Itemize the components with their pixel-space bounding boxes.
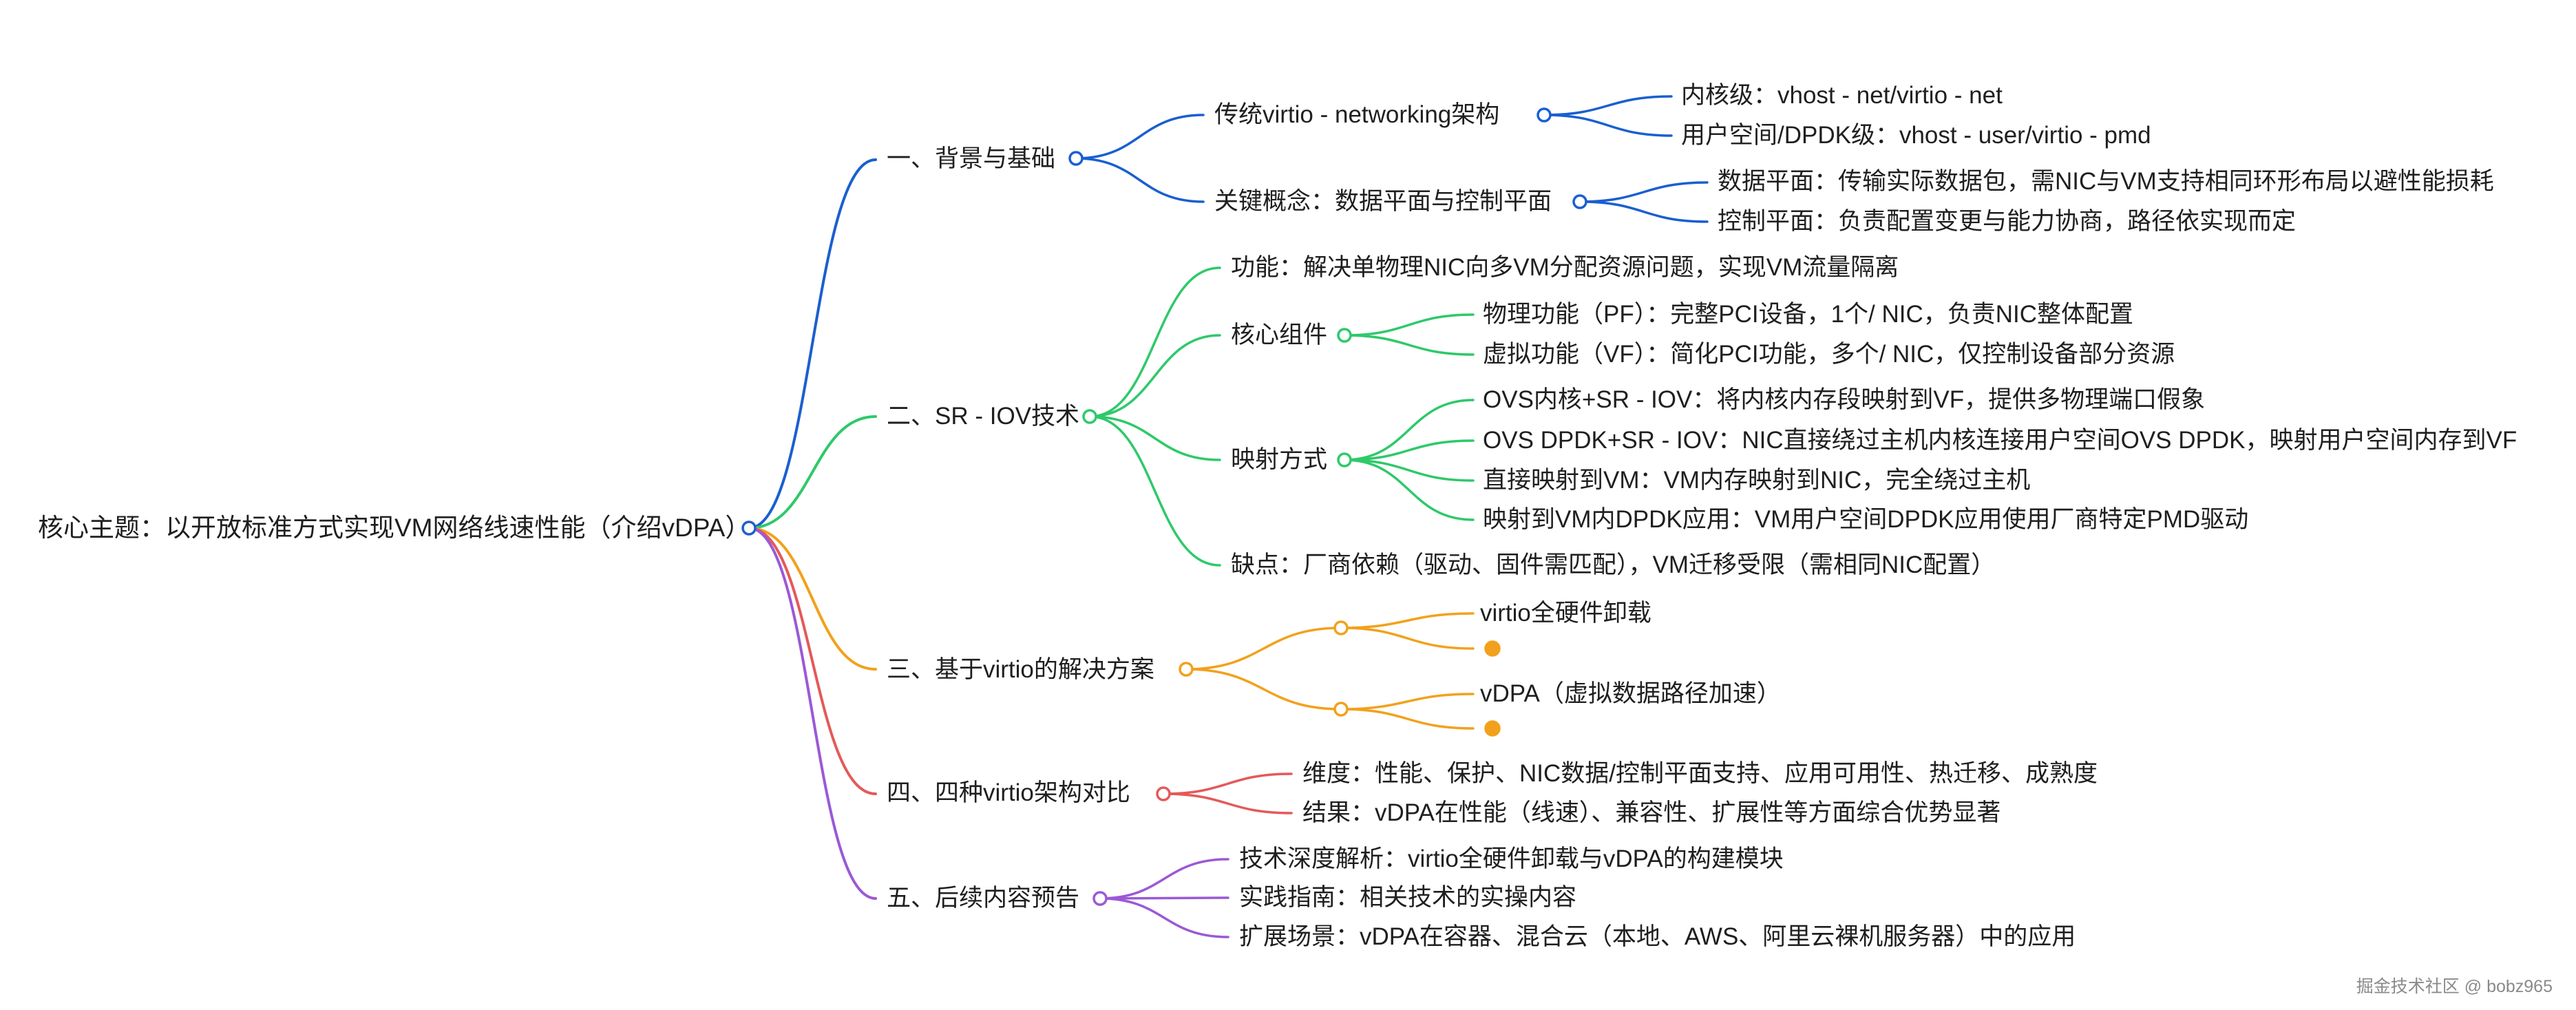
connector-root-b1 xyxy=(748,158,877,529)
connector-b2c2-g2 xyxy=(1343,334,1475,356)
connector-b4-c2 xyxy=(1162,792,1293,814)
b1c1-expand-handle[interactable] xyxy=(1537,107,1552,123)
b2c2-expand-handle[interactable] xyxy=(1337,328,1352,343)
connector-b1c2-g2 xyxy=(1579,200,1709,223)
branch-2-sriov[interactable]: 二、SR - IOV技术 xyxy=(887,403,1080,430)
b1c2-expand-handle[interactable] xyxy=(1572,194,1587,209)
connector-b4-c1 xyxy=(1162,772,1293,795)
branch-1-background[interactable]: 一、背景与基础 xyxy=(887,145,1056,172)
b1-traditional-virtio[interactable]: 传统virtio - networking架构 xyxy=(1214,101,1500,128)
connector-b1c1-g1 xyxy=(1543,95,1673,116)
connector-root-b3 xyxy=(748,527,877,671)
branch-4-comparison[interactable]: 四、四种virtio架构对比 xyxy=(887,779,1130,806)
b2-expand-handle[interactable] xyxy=(1082,409,1097,424)
connector-b3c2-g1 xyxy=(1340,693,1475,711)
b4-expand-handle[interactable] xyxy=(1156,786,1171,801)
connector-b2c2-g1 xyxy=(1343,313,1475,337)
b1-control-plane[interactable]: 控制平面：负责配置变更与能力协商，路径依实现而定 xyxy=(1718,208,2297,235)
connector-root-b4 xyxy=(748,527,877,795)
b1-data-plane[interactable]: 数据平面：传输实际数据包，需NIC与VM支持相同环形布局以避性能损耗 xyxy=(1718,168,2494,195)
b3c1-expand-handle[interactable] xyxy=(1333,620,1349,635)
connector-b2c3-g2 xyxy=(1343,439,1475,461)
root-expand-handle[interactable] xyxy=(741,520,757,536)
connector-b3c2-g2 xyxy=(1340,708,1475,730)
b4-dimensions[interactable]: 维度：性能、保护、NIC数据/控制平面支持、应用可用性、热迁移、成熟度 xyxy=(1302,760,2098,787)
connector-b3-c1 xyxy=(1185,627,1342,671)
connector-b2-c4 xyxy=(1088,415,1221,567)
connector-b3-c2 xyxy=(1185,668,1342,711)
b3c1-empty-dot[interactable] xyxy=(1484,640,1501,657)
b3-expand-handle[interactable] xyxy=(1179,662,1194,677)
connector-b1-c2 xyxy=(1075,157,1205,203)
branch-3-virtio-solutions[interactable]: 三、基于virtio的解决方案 xyxy=(887,656,1154,683)
b1-userspace-dpdk[interactable]: 用户空间/DPDK级：vhost - user/virtio - pmd xyxy=(1681,122,2151,149)
b2-ovs-dpdk[interactable]: OVS DPDK+SR - IOV：NIC直接绕过主机内核连接用户空间OVS D… xyxy=(1483,427,2517,454)
connector-b2c3-g1 xyxy=(1343,399,1475,461)
b2-pf[interactable]: 物理功能（PF）：完整PCI设备，1个/ NIC，负责NIC整体配置 xyxy=(1483,301,2134,328)
connector-b1c1-g2 xyxy=(1543,114,1673,137)
b5-expand-handle[interactable] xyxy=(1092,891,1108,906)
root-topic[interactable]: 核心主题：以开放标准方式实现VM网络线速性能（介绍vDPA） xyxy=(38,514,751,542)
branch-5-preview[interactable]: 五、后续内容预告 xyxy=(887,885,1080,912)
b5-deep-dive[interactable]: 技术深度解析：virtio全硬件卸载与vDPA的构建模块 xyxy=(1239,845,1784,872)
connector-b2c3-g3 xyxy=(1343,459,1475,482)
b3-vdpa[interactable]: vDPA（虚拟数据路径加速） xyxy=(1480,680,1781,707)
b3-full-hw-offload[interactable]: virtio全硬件卸载 xyxy=(1480,600,1651,627)
b2c3-expand-handle[interactable] xyxy=(1337,452,1352,467)
b2-direct-vm[interactable]: 直接映射到VM：VM内存映射到NIC，完全绕过主机 xyxy=(1483,467,2031,494)
connector-b5-c3 xyxy=(1099,897,1229,938)
connector-root-b5 xyxy=(748,527,877,900)
b3c2-empty-dot[interactable] xyxy=(1484,720,1501,737)
connector-b2-c1 xyxy=(1088,266,1221,418)
b2-mapping-modes[interactable]: 映射方式 xyxy=(1231,446,1328,473)
connector-b1-c1 xyxy=(1075,114,1205,160)
connector-b1c2-g1 xyxy=(1579,181,1709,203)
connector-b2-c2 xyxy=(1088,334,1221,418)
b1-key-concepts[interactable]: 关键概念：数据平面与控制平面 xyxy=(1214,188,1552,215)
connector-b3c1-g1 xyxy=(1340,612,1475,629)
b2-ovs-kernel[interactable]: OVS内核+SR - IOV：将内核内存段映射到VF，提供多物理端口假象 xyxy=(1483,386,2206,413)
b2-core-components[interactable]: 核心组件 xyxy=(1231,322,1328,348)
b5-practice-guide[interactable]: 实践指南：相关技术的实操内容 xyxy=(1239,884,1577,911)
b3c2-expand-handle[interactable] xyxy=(1333,702,1349,717)
b2-function[interactable]: 功能：解决单物理NIC向多VM分配资源问题，实现VM流量隔离 xyxy=(1231,254,1899,281)
b1-kernel-level[interactable]: 内核级：vhost - net/virtio - net xyxy=(1681,82,2003,109)
b5-extended-scenarios[interactable]: 扩展场景：vDPA在容器、混合云（本地、AWS、阿里云裸机服务器）中的应用 xyxy=(1239,923,2076,950)
b2-vf[interactable]: 虚拟功能（VF）：简化PCI功能，多个/ NIC，仅控制设备部分资源 xyxy=(1483,341,2175,368)
connector-b5-c1 xyxy=(1099,858,1229,900)
watermark: 掘金技术社区 @ bobz965 xyxy=(2356,977,2553,996)
connector-b3c1-g2 xyxy=(1340,627,1475,650)
connector-b2-c3 xyxy=(1088,415,1221,461)
connector-b2c3-g4 xyxy=(1343,459,1475,521)
b4-result[interactable]: 结果：vDPA在性能（线速）、兼容性、扩展性等方面综合优势显著 xyxy=(1302,799,2001,826)
b2-drawbacks[interactable]: 缺点：厂商依赖（驱动、固件需匹配），VM迁移受限（需相同NIC配置） xyxy=(1231,551,1996,578)
b2-vm-dpdk[interactable]: 映射到VM内DPDK应用：VM用户空间DPDK应用使用厂商特定PMD驱动 xyxy=(1483,506,2249,533)
connector-root-b2 xyxy=(748,415,877,529)
b1-expand-handle[interactable] xyxy=(1068,151,1084,166)
